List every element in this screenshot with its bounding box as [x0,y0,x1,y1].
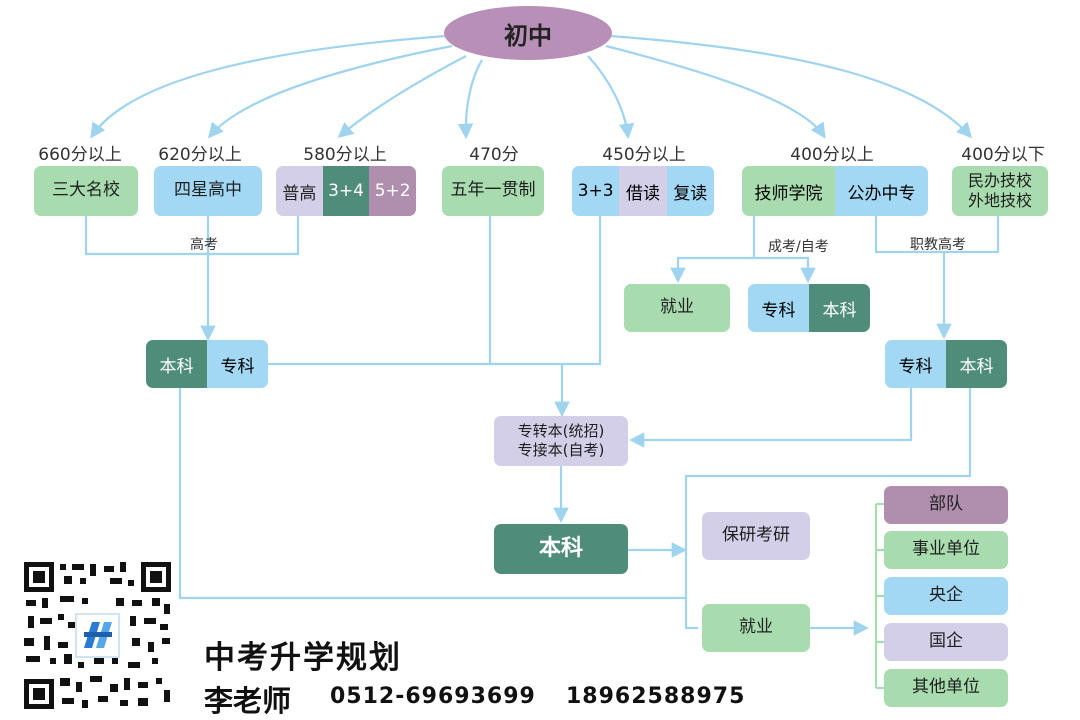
school-3plus3: 3+3 [572,166,620,216]
score-400-above: 400分以上 [790,145,874,165]
score-580: 580分以上 [303,145,387,165]
outcome-right-zhuanke: 专科 [885,340,946,388]
promo-teacher-name: 李老师 [204,684,292,718]
root-node-chuzhong: 初中 [444,6,612,60]
outcome-right-pill: 专科 本科 [885,340,1007,388]
outcome-left-zhuanke: 专科 [207,340,268,388]
school-sixing-gaozhong: 四星高中 [154,166,262,216]
score-470: 470分 [469,145,519,165]
school-wunian-yiguanzhi: 五年一贯制 [442,166,544,216]
outcome-baoyan-kaoyan: 保研考研 [702,512,810,560]
qr-code-image [20,558,175,713]
school-putong: 普高 [276,166,323,216]
outcome-left-benke: 本科 [146,340,207,388]
promo-title: 中考升学规划 [204,640,402,676]
label-zhijiao-gaokao: 职教高考 [910,237,966,253]
outcome-mid-zhuanke: 专科 [748,284,809,332]
employer-budui: 部队 [884,486,1008,524]
employer-qita-danwei: 其他单位 [884,669,1008,707]
outcome-jiuye-bottom: 就业 [702,604,810,652]
employer-shiye-danwei: 事业单位 [884,531,1008,569]
score-400-below: 400分以下 [961,145,1045,165]
outcome-big-benke: 本科 [494,524,628,574]
logo-mark-icon [84,622,112,648]
outcome-mid-benke: 本科 [809,284,870,332]
promo-phone-mobile: 18962588975 [566,684,746,709]
outcome-left-pill: 本科 专科 [146,340,268,388]
outcome-zhuanben: 专转本(统招) 专接本(自考) [494,416,628,466]
school-fudu: 复读 [666,166,714,216]
school-33-group: 3+3 借读 复读 [572,166,714,216]
school-jiedu: 借读 [619,166,667,216]
score-620: 620分以上 [158,145,242,165]
outcome-zhuanben-zikao: 专接本(自考) [517,441,605,459]
school-gongban-zhongzhuan: 公办中专 [835,166,928,216]
employer-guoqi: 国企 [884,623,1008,661]
school-minban-line2: 外地技校 [967,191,1032,210]
school-jishi-xueyuan: 技师学院 [742,166,835,216]
school-minban-jixiao: 民办技校 外地技校 [952,166,1048,216]
employer-yangqi: 央企 [884,577,1008,615]
outcome-mid-pill: 专科 本科 [748,284,870,332]
school-jishi-group: 技师学院 公办中专 [742,166,928,216]
school-3plus4: 3+4 [322,166,370,216]
outcome-jiuye-mid: 就业 [624,284,730,332]
score-660: 660分以上 [38,145,122,165]
outcome-zhuanben-tongzhao: 专转本(统招) [517,422,605,441]
outcome-right-benke: 本科 [946,340,1007,388]
school-sanda-mingxiao: 三大名校 [34,166,138,216]
score-450: 450分以上 [602,145,686,165]
promo-phone-landline: 0512-69693699 [330,684,536,709]
label-chengkao-zikao: 成考/自考 [768,239,829,255]
school-minban-line1: 民办技校 [967,171,1032,190]
label-gaokao: 高考 [190,237,218,253]
school-putong-group: 普高 3+4 5+2 [276,166,416,216]
school-5plus2: 5+2 [369,166,416,216]
